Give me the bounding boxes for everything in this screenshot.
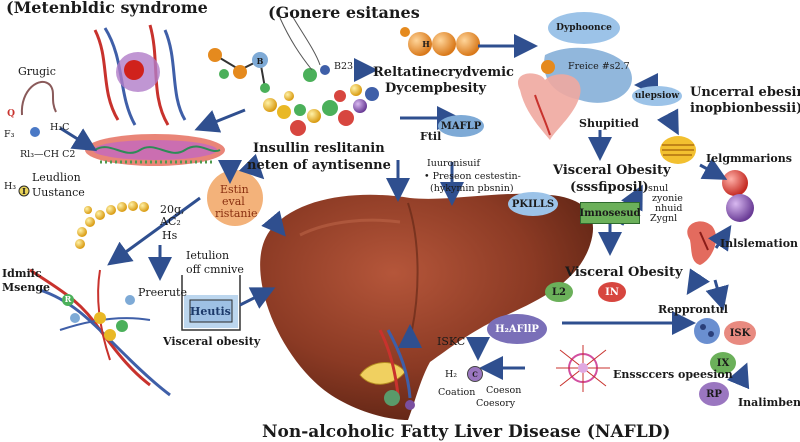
inlslemation-label: Inlslemation <box>720 237 799 250</box>
ix-badge: IX <box>710 352 736 374</box>
ietulion-label-1: Ietulion <box>186 249 230 262</box>
b23-label: B23 <box>334 61 354 72</box>
insulin-ring-chain <box>263 84 379 136</box>
coeson-label: Coeson <box>486 385 522 396</box>
preerute-label: Preerute <box>138 286 187 299</box>
inalimbenis-label: Inalimbenis <box>738 396 800 409</box>
h2afllp-badge: H₂AFllP <box>487 314 547 344</box>
pink-network-cluster <box>556 345 610 392</box>
vessel-bundle-top <box>93 24 187 126</box>
leudlion-label: Leudlion <box>32 171 81 184</box>
vessel-network-bottom <box>29 268 171 397</box>
b-atom: B <box>256 56 264 66</box>
coesory-label: Coesory <box>476 398 516 409</box>
gonere-esitanes-label: (Gonere esitanes <box>268 3 420 22</box>
h3-label: H₃ <box>4 181 17 192</box>
h-atom: H <box>422 39 430 49</box>
acs-label-2: AC₂ <box>160 215 181 228</box>
r-atom: R <box>64 294 72 304</box>
iuuronisuif-label: Iuuronisuif <box>427 158 480 169</box>
insulin-resistance-label-1: Insullin reslitanin <box>253 141 385 156</box>
rb-label: Rl₃—CH C2 <box>20 149 76 160</box>
ietulion-label-2: off cmnive <box>186 263 244 276</box>
dycempbesity-label: Dycempbesity <box>385 81 487 96</box>
h2-label: H₂ <box>445 369 458 380</box>
acs-label-1: 20g, <box>160 203 185 216</box>
grugic-label: Grugic <box>18 65 56 78</box>
in-badge: IN <box>598 282 626 302</box>
zygnl-label: Zygnl <box>650 213 678 224</box>
c-atom: C <box>467 366 483 382</box>
msenge-label: Msenge <box>2 281 51 294</box>
enssccers-label: Enssccers opeesion <box>613 368 733 381</box>
nhuid-label: nhuid <box>655 203 683 214</box>
liver-illustration <box>260 193 594 420</box>
isk-badge: ISK <box>724 321 756 345</box>
rp-badge: RP <box>699 382 729 406</box>
visceral-obesity-mid-label-1: Visceral Obesity <box>553 163 671 178</box>
estin-label-1: Estin <box>220 183 249 196</box>
visceral-obesity-mid-label-2: (sssfiposil) <box>570 180 649 195</box>
estin-label-3: ristanie <box>215 207 258 220</box>
l2-badge: L2 <box>545 282 573 302</box>
coation-label: Coation <box>438 387 476 398</box>
dyphoonce-badge: Dyphoonce <box>548 12 620 44</box>
freice-label: Freice #s2.7 <box>568 61 630 72</box>
snul-label: snul <box>648 183 669 194</box>
pkills-badge: PKILLS <box>508 192 558 216</box>
molecule-chain-top <box>208 11 330 93</box>
reltatine-label: Reltatinecrydvemic <box>373 65 514 80</box>
pathway-arrows <box>59 34 750 390</box>
h3c-label: H₃C <box>50 122 70 133</box>
zyonie-label: zyonie <box>652 193 683 204</box>
maflp-badge: MAFLP <box>438 115 484 137</box>
ielgmmarions-label: Ielgmmarions <box>706 152 792 165</box>
fat-chain-left <box>75 201 149 249</box>
hs-label: Hs <box>162 229 178 242</box>
gold-striped-cell <box>660 136 696 164</box>
hykymin-label: (hykymin pbsnin) <box>430 183 514 194</box>
repprontul-label: Repprontul <box>658 303 728 316</box>
preseon-label: • Preseon cestestin- <box>424 171 521 182</box>
idmiic-label: Idmiic <box>2 267 42 280</box>
insulin-resistance-label-2: neten of ayntisenne <box>247 158 391 173</box>
metabolic-syndrome-label: (Metenbldic syndrome <box>6 0 208 17</box>
i-atom: I <box>22 186 26 196</box>
shupitied-label: Shupitied <box>579 117 639 130</box>
uustance-label: Uustance <box>32 186 85 199</box>
ulepsiow-badge: ulepsiow <box>632 86 682 106</box>
estin-label-2: eval <box>222 195 245 208</box>
heutis-beaker <box>181 275 241 331</box>
ftil-label: Ftil <box>420 130 442 143</box>
q-atom: Q <box>7 109 15 119</box>
iskc-label: ISKC <box>437 335 466 348</box>
uncerral-label-1: Uncerral ebesim <box>690 85 800 100</box>
heutis-label: Heutis <box>190 305 231 318</box>
mitochondria-band <box>85 134 225 166</box>
visceral-obesity-low-label: Visceral Obesity <box>565 265 683 280</box>
molecule-hg <box>400 27 480 56</box>
uncerral-label-2: inopbionbessii) <box>690 101 800 116</box>
f3-label: F₃ <box>4 129 15 140</box>
visceral-obesity-left-label: Visceral obesity <box>163 335 261 348</box>
imnosesud-badge: Imnosesud <box>579 202 641 224</box>
page-title: Non-alcoholic Fatty Liver Disease (NAFLD… <box>262 422 671 442</box>
